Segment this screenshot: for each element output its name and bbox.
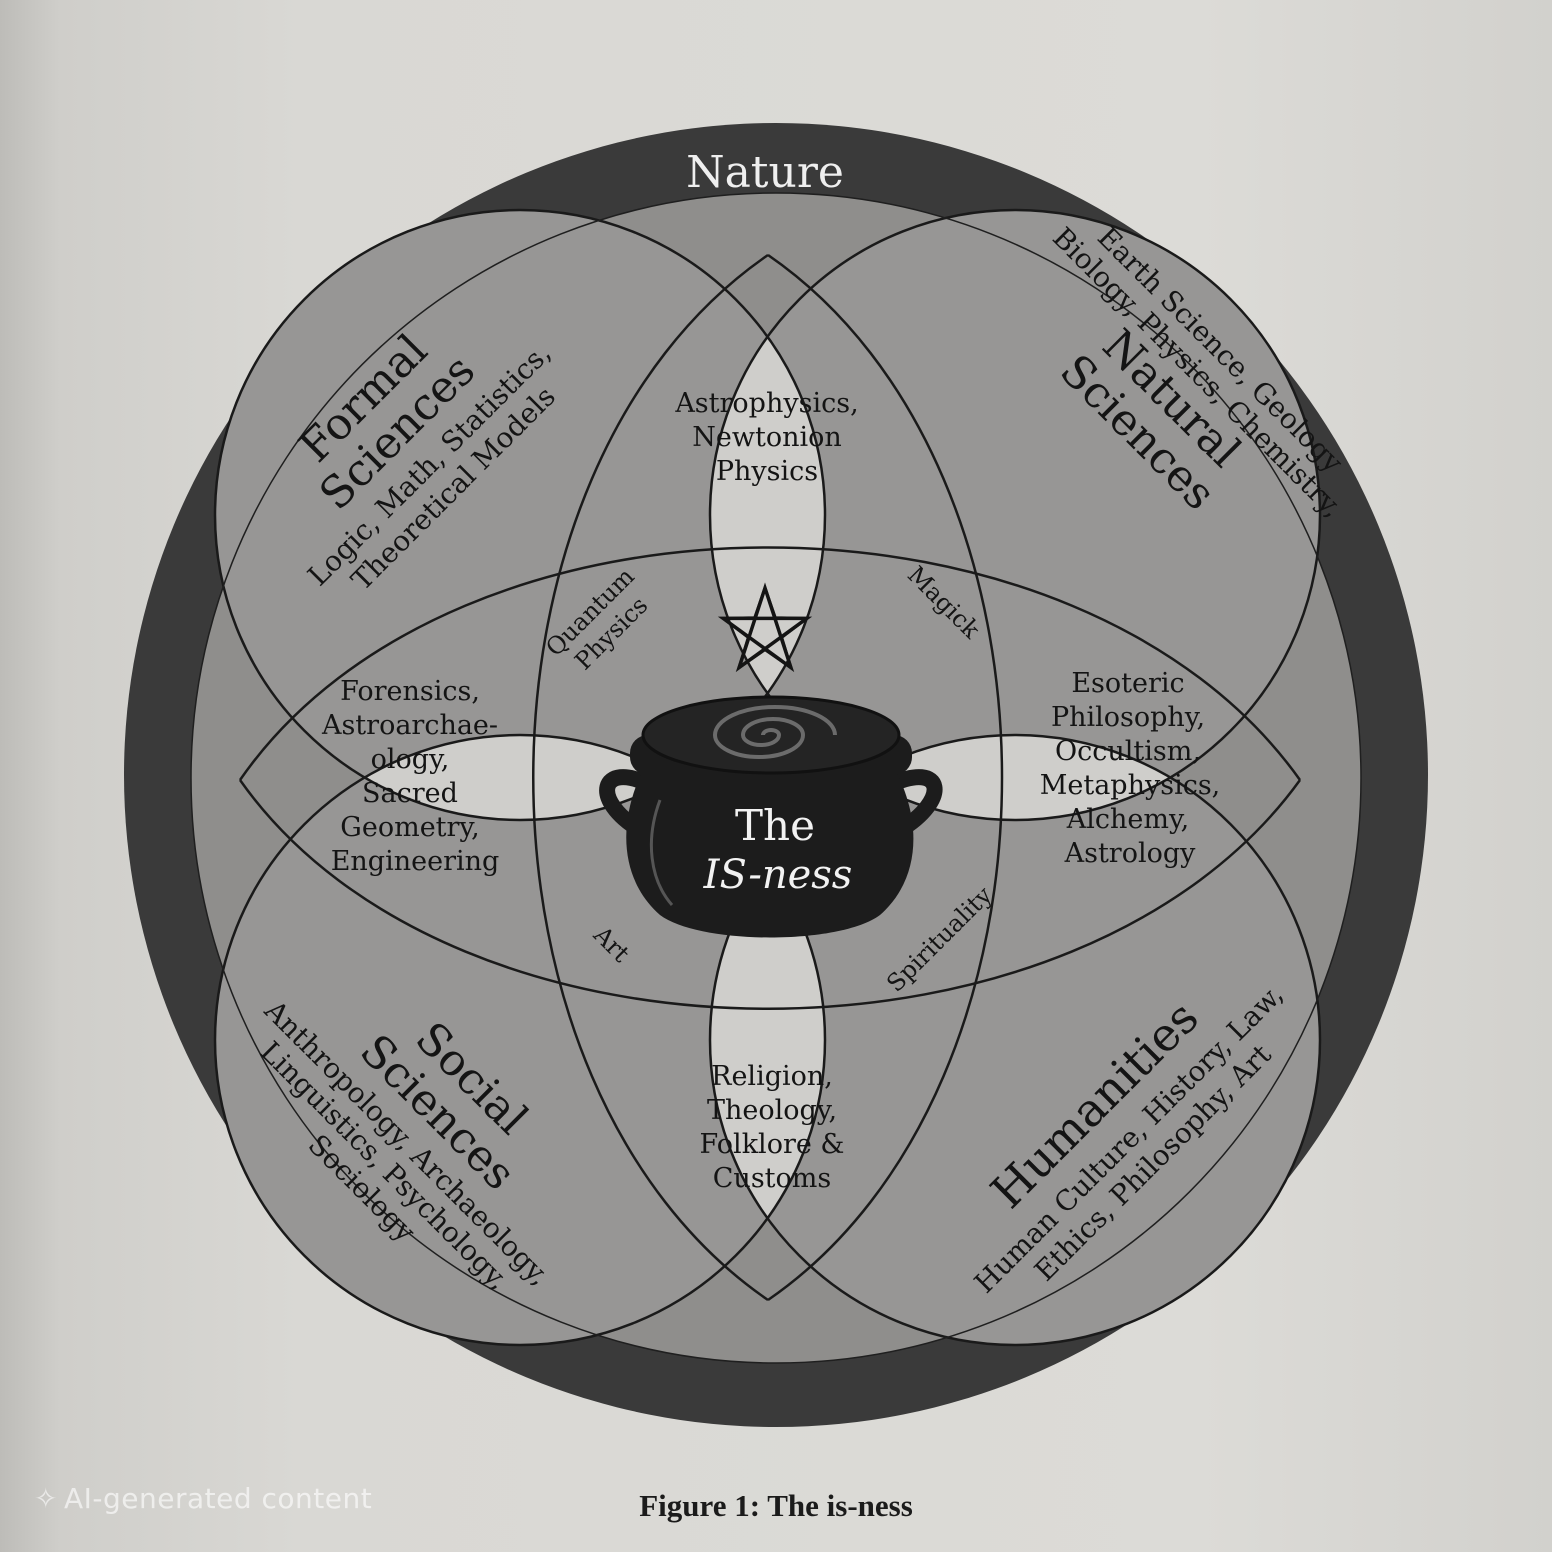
right-overlap-line: Astrology xyxy=(1064,838,1197,869)
vesica-outlines xyxy=(238,253,1302,1302)
watermark-text: AI-generated content xyxy=(63,1482,373,1515)
bottom-overlap-line: Religion, xyxy=(711,1061,833,1092)
top-overlap-line: Astrophysics, xyxy=(674,388,858,419)
left-overlap-line: Astroarchae- xyxy=(321,710,498,741)
left-overlap-line: Sacred xyxy=(362,778,458,809)
top-overlap-line: Physics xyxy=(716,456,818,487)
right-overlap-text: Esoteric Philosophy, Occultism, Metaphys… xyxy=(1040,668,1221,869)
cauldron-icon: The IS-ness xyxy=(599,695,943,938)
pentagram-icon xyxy=(717,582,813,673)
bottom-overlap-line: Theology, xyxy=(707,1095,837,1126)
center-isness: IS-ness xyxy=(703,852,853,898)
center-the: The xyxy=(735,801,815,850)
left-overlap-line: Geometry, xyxy=(340,812,479,843)
bottom-overlap-line: Folklore & xyxy=(700,1129,845,1160)
right-overlap-line: Metaphysics, xyxy=(1040,770,1221,801)
sparkle-icon: ✧ xyxy=(34,1482,58,1515)
right-overlap-line: Esoteric xyxy=(1071,668,1184,699)
top-overlap-line: Newtonion xyxy=(692,422,842,453)
right-overlap-line: Alchemy, xyxy=(1066,804,1189,835)
nature-label: Nature xyxy=(686,147,844,198)
circle-outlines xyxy=(190,192,1362,1364)
left-overlap-line: ology, xyxy=(371,744,450,775)
top-overlap-text: Astrophysics, Newtonion Physics xyxy=(674,388,858,487)
left-overlap-line: Engineering xyxy=(331,846,500,877)
bottom-overlap-line: Customs xyxy=(713,1163,831,1194)
bottom-overlap-text: Religion, Theology, Folklore & Customs xyxy=(700,1061,845,1194)
figure-caption: Figure 1: The is-ness xyxy=(639,1488,913,1523)
watermark: ✧AI-generated content xyxy=(34,1482,372,1515)
left-overlap-text: Forensics, Astroarchae- ology, Sacred Ge… xyxy=(321,676,499,877)
right-overlap-line: Philosophy, xyxy=(1051,702,1205,733)
right-overlap-line: Occultism, xyxy=(1055,736,1201,767)
left-overlap-line: Forensics, xyxy=(340,676,480,707)
